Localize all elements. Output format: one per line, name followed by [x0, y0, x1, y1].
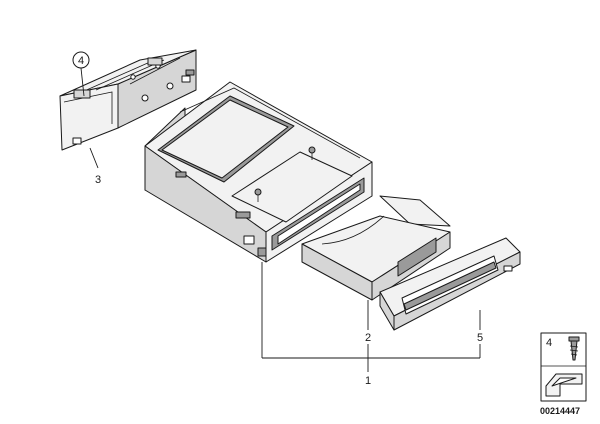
callout-5-label: 5: [477, 332, 483, 344]
legend-box: 4: [540, 332, 587, 402]
callout-4: 4: [72, 51, 90, 97]
callout-2-label: 2: [365, 332, 371, 344]
callout-3: 3: [89, 147, 101, 186]
leader-lines: [261, 262, 481, 372]
callout-3-label: 3: [95, 174, 101, 186]
reference-number: 00214447: [540, 406, 580, 416]
callout-4-label: 4: [78, 55, 84, 67]
front-cover-panel: [379, 237, 521, 331]
legend-item-number: 4: [546, 337, 552, 349]
tray: [301, 195, 451, 301]
mounting-bracket: [59, 49, 197, 151]
callout-1-label: 1: [365, 375, 371, 387]
main-unit-housing: [144, 81, 373, 263]
screw-icon: [568, 336, 580, 361]
bracket-arrow-icon: [545, 373, 583, 397]
